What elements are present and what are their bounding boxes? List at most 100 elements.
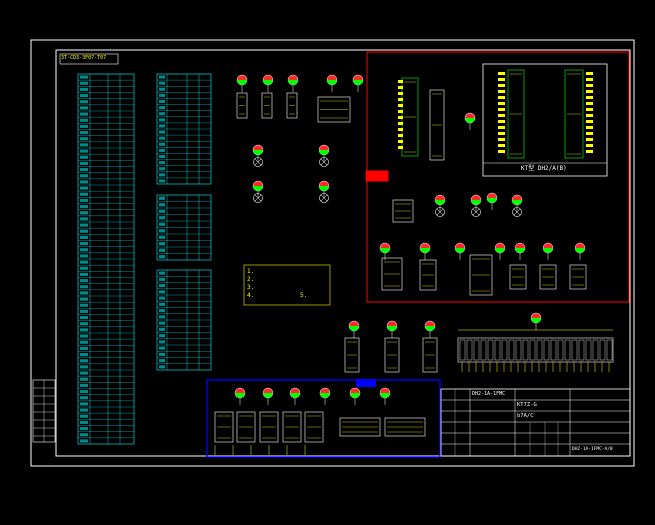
- table-cell-text: [159, 222, 165, 226]
- table-cell-text: [80, 414, 88, 418]
- title-model: KT7Z-G: [517, 402, 537, 408]
- device-block: [214, 411, 234, 443]
- table-cell-text: [80, 433, 88, 437]
- table-cell-text: [80, 297, 88, 301]
- table-cell-text: [80, 279, 88, 283]
- table-cell-text: [80, 174, 88, 178]
- device-block: [384, 417, 426, 437]
- top-left-tag-box: [59, 53, 119, 65]
- strip-terminal: [585, 339, 592, 361]
- lamp-symbol-half: [465, 118, 475, 123]
- table-cell-text: [80, 285, 88, 289]
- lamp-symbol-half: [320, 393, 330, 398]
- device-block: [564, 69, 584, 159]
- lamp-symbol-half: [353, 80, 363, 85]
- outer-frame: [30, 39, 635, 467]
- table-cell-text: [80, 149, 88, 153]
- pin-mark: [498, 120, 505, 123]
- table-cell-text: [80, 383, 88, 387]
- title-left-code: DH2-1A-1FMC: [472, 391, 506, 397]
- table-cell-text: [80, 420, 88, 424]
- table-cell-text: [80, 112, 88, 116]
- strip-terminal: [557, 339, 564, 361]
- table-cell-text: [159, 365, 165, 369]
- lamp-symbol-half: [420, 248, 430, 253]
- table-cell-text: [80, 131, 88, 135]
- pin-mark: [498, 84, 505, 87]
- circuit-symbols: [214, 69, 593, 455]
- table-cell-text: [80, 205, 88, 209]
- lamp-symbol-half: [327, 80, 337, 85]
- table-cell-text: [80, 180, 88, 184]
- table-cell-text: [159, 255, 165, 259]
- table-cell-text: [80, 100, 88, 104]
- pin-mark: [498, 132, 505, 135]
- lamp-symbol-half: [235, 393, 245, 398]
- table-cell-text: [159, 277, 165, 281]
- table-cell-text: [80, 427, 88, 431]
- table-cell-text: [80, 223, 88, 227]
- table-cell-text: [80, 291, 88, 295]
- table-cell-text: [159, 118, 165, 122]
- lamp-symbol-half: [349, 326, 359, 331]
- lamp-symbol-half: [435, 200, 445, 205]
- lamp-symbol-half: [543, 248, 553, 253]
- table-cell-text: [159, 327, 165, 331]
- pin-mark: [498, 144, 505, 147]
- meter-symbol: [471, 207, 481, 217]
- table-cell-text: [159, 340, 165, 344]
- terminal-strip: [457, 329, 614, 372]
- table-cell-text: [80, 87, 88, 91]
- pin-mark: [398, 128, 403, 131]
- device-block: [384, 337, 400, 373]
- table-cell-text: [80, 353, 88, 357]
- strip-terminal: [543, 339, 550, 361]
- table-cell-text: [80, 94, 88, 98]
- table-cell-text: [159, 167, 165, 171]
- table-cell-text: [159, 130, 165, 134]
- device-block: [509, 264, 527, 290]
- lamp-symbol-half: [455, 248, 465, 253]
- lamp-symbol-half: [253, 150, 263, 155]
- table-cell-text: [80, 106, 88, 110]
- strip-terminal: [536, 339, 543, 361]
- table-cell-text: [80, 211, 88, 215]
- blue-section-box: [206, 379, 441, 458]
- table-cell-text: [80, 390, 88, 394]
- table-cell-text: [159, 346, 165, 350]
- pin-mark: [498, 90, 505, 93]
- table-cell-text: [159, 154, 165, 159]
- lamp-symbol-half: [495, 248, 505, 253]
- lamp-symbol-half: [237, 80, 247, 85]
- lamp-symbol-half: [512, 200, 522, 205]
- table-cell-text: [80, 322, 88, 326]
- table-cell-text: [159, 142, 165, 146]
- lamp-symbol-half: [487, 198, 497, 203]
- device-block: [419, 259, 437, 291]
- table-cell-text: [159, 209, 165, 213]
- table-cell-text: [80, 266, 88, 270]
- pin-mark: [498, 150, 505, 153]
- strip-terminal: [592, 339, 599, 361]
- device-block: [339, 417, 381, 437]
- lamp-symbol-half: [515, 248, 525, 253]
- table-cell-text: [80, 168, 88, 172]
- table-cell-text: [80, 359, 88, 363]
- strip-terminal: [494, 339, 501, 361]
- table-cell-text: [80, 217, 88, 221]
- lamp-symbol-half: [380, 393, 390, 398]
- device-block: [282, 411, 302, 443]
- table-cell-text: [159, 124, 165, 128]
- pin-mark: [398, 140, 403, 143]
- table-cell-text: [80, 371, 88, 375]
- strip-terminal: [487, 339, 494, 361]
- note-3: 3.: [247, 284, 255, 291]
- pin-mark: [586, 114, 593, 117]
- device-block: [429, 89, 445, 161]
- table-cell-text: [159, 216, 165, 220]
- table-cell-text: [159, 179, 165, 183]
- table-cell-text: [159, 81, 165, 85]
- notes-box: [243, 264, 331, 306]
- lamp-symbol-half: [350, 393, 360, 398]
- strip-terminal: [564, 339, 571, 361]
